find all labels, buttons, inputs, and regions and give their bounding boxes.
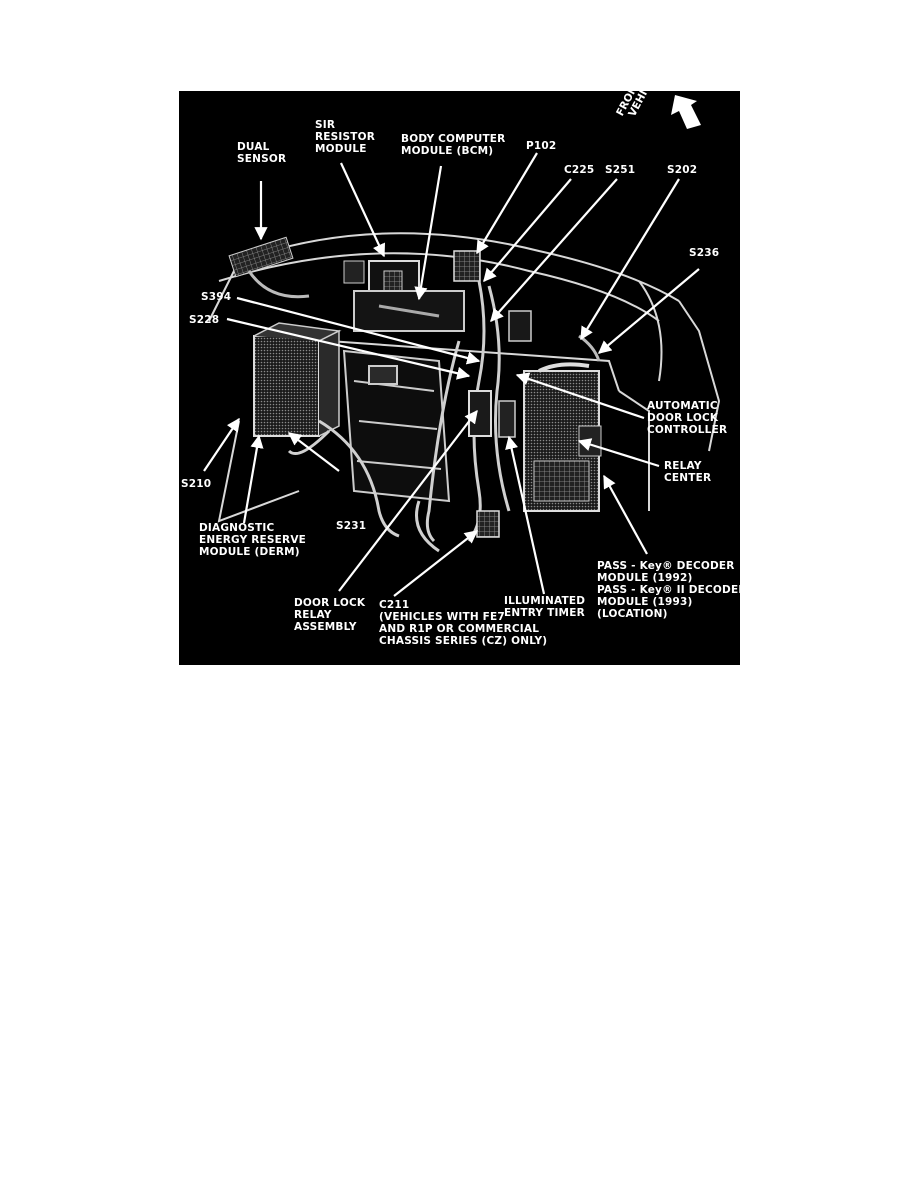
label-relay-center: RELAY CENTER bbox=[664, 460, 712, 484]
label-s202: S202 bbox=[667, 164, 698, 176]
c211-shape bbox=[476, 510, 500, 538]
component-location-diagram: FRONT OF VEHICLE DUAL SENSOR SIR RESISTO… bbox=[179, 91, 740, 665]
leader-lines bbox=[203, 152, 700, 597]
door-lock-controller-shape bbox=[508, 310, 601, 373]
relay-center-shape bbox=[523, 370, 602, 512]
label-s210: S210 bbox=[181, 478, 212, 490]
center-housing-shape bbox=[342, 349, 451, 503]
illuminated-entry-timer-shape bbox=[498, 400, 516, 438]
diagram-artwork bbox=[203, 95, 721, 597]
front-direction-arrow bbox=[671, 95, 701, 129]
label-c225: C225 bbox=[564, 164, 595, 176]
label-s236: S236 bbox=[689, 247, 720, 259]
label-p102: P102 bbox=[526, 140, 557, 152]
label-s228: S228 bbox=[189, 314, 220, 326]
dashboard-outline bbox=[208, 232, 721, 523]
label-s394: S394 bbox=[201, 291, 232, 303]
label-automatic-door-lock-controller: AUTOMATIC DOOR LOCK CONTROLLER bbox=[647, 400, 728, 436]
p102-shape bbox=[453, 250, 481, 282]
label-s251: S251 bbox=[605, 164, 636, 176]
door-lock-relay-shape bbox=[468, 390, 492, 437]
label-illuminated-entry-timer: ILLUMINATED ENTRY TIMER bbox=[504, 595, 586, 619]
label-dual-sensor: DUAL SENSOR bbox=[237, 141, 287, 165]
label-body-computer-module: BODY COMPUTER MODULE (BCM) bbox=[401, 133, 506, 157]
label-derm: DIAGNOSTIC ENERGY RESERVE MODULE (DERM) bbox=[199, 522, 307, 558]
label-sir-resistor-module: SIR RESISTOR MODULE bbox=[315, 119, 376, 155]
dual-sensor-shape bbox=[228, 236, 310, 299]
sir-and-bcm-shape bbox=[343, 260, 465, 332]
label-door-lock-relay-assembly: DOOR LOCK RELAY ASSEMBLY bbox=[294, 597, 366, 633]
label-s231: S231 bbox=[336, 520, 367, 532]
derm-shape bbox=[253, 322, 342, 437]
label-c211: C211 (VEHICLES WITH FE7 AND R1P OR COMME… bbox=[379, 599, 548, 647]
label-pass-key-decoder: PASS - Key® DECODER MODULE (1992) PASS -… bbox=[597, 560, 740, 620]
